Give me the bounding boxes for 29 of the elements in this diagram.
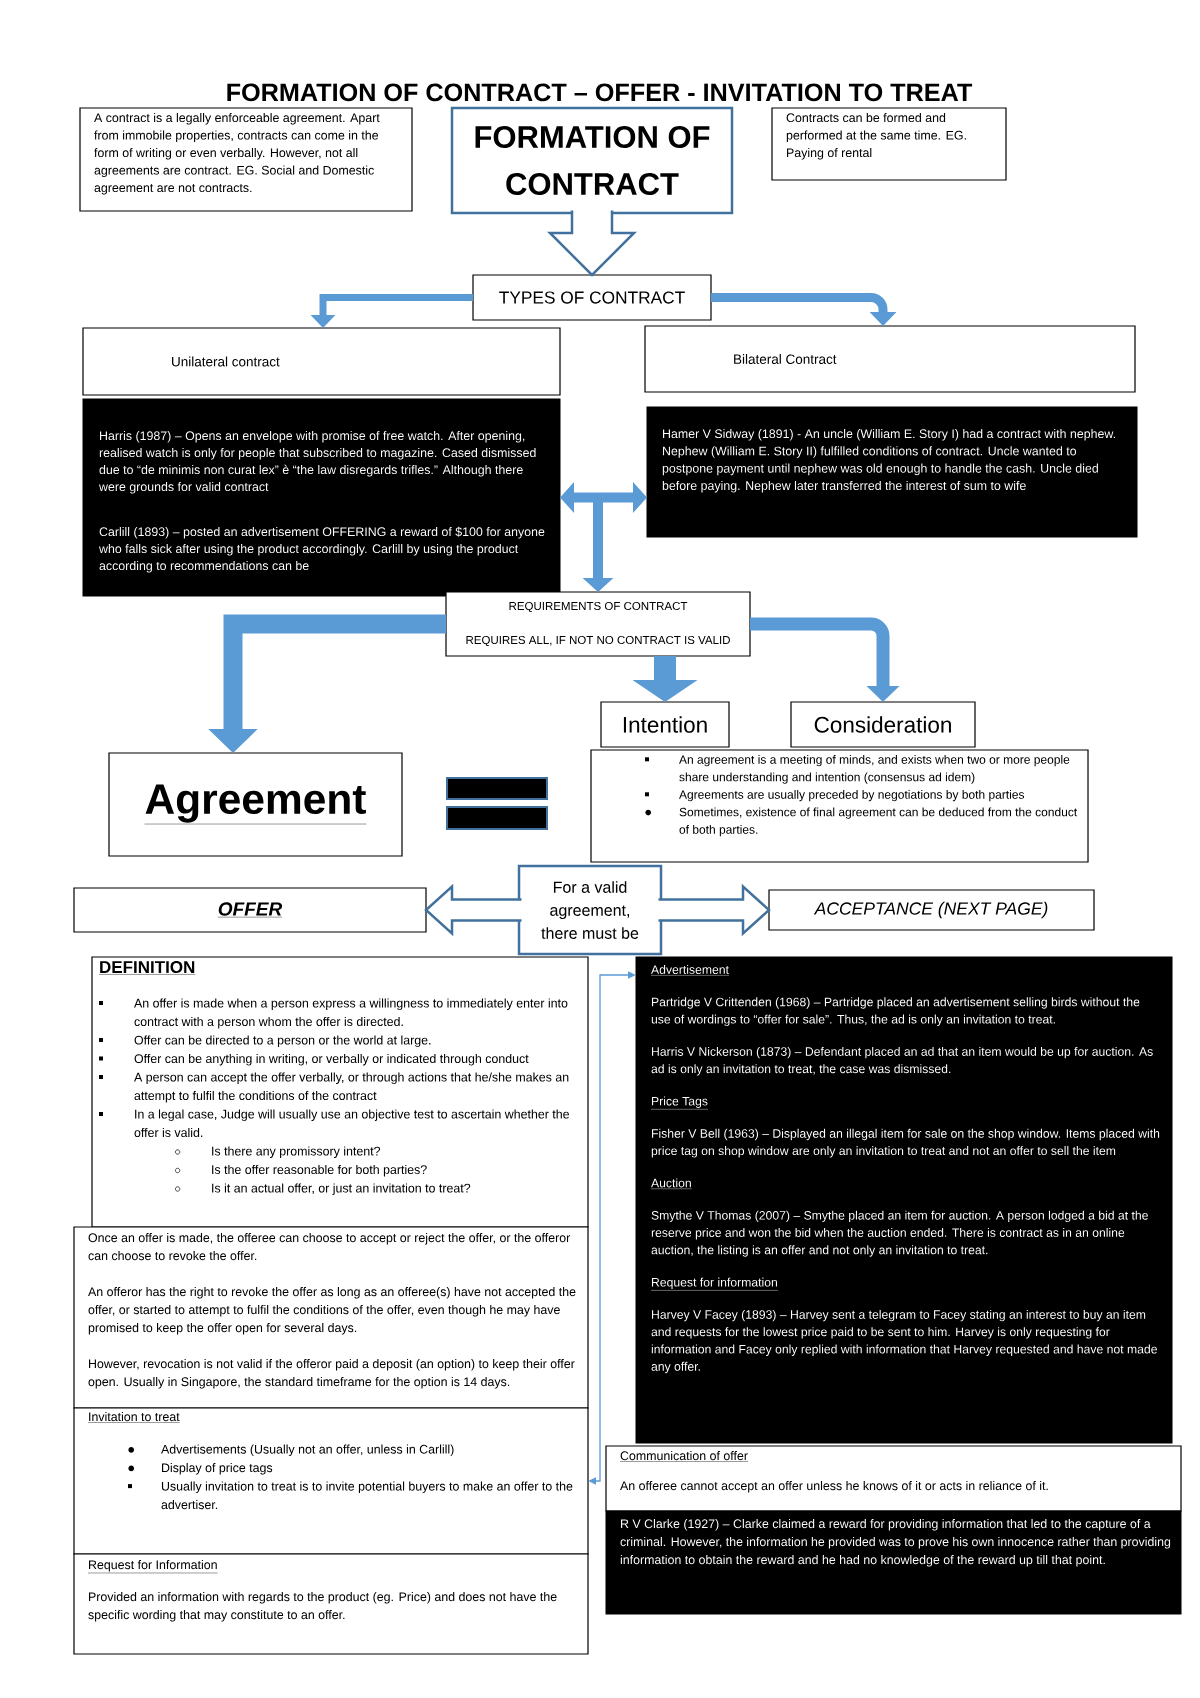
text-box: Communication of offer An offeree cannot accept an offer unless he knows of it or acts in reliance of it.: [605, 1445, 1182, 1512]
title: FORMATION OF CONTRACT – OFFER - INVITATION TO TREAT: [227, 83, 973, 102]
text-box: DEFINITION An offer is made when a person express a willingness to immediately enter into contract with a person whom the offer is directed. Offer can be directed to a person or the world at large. Offer can be anything in writing, or verbally or indicated through conduct A person can accept the offer verbally, or through actions that he/she makes an attempt to fulfil the conditions of the contract In a legal case, Judge will usually use an objective test to ascertain whether the offer is valid. Is there any promissory intent? Is the offer reasonable for both parties? Is it an actual offer, or just an invitation to treat?: [91, 956, 589, 1228]
label-box: Bilateral Contract: [644, 325, 1136, 393]
label-box: TYPES OF CONTRACT: [472, 274, 712, 321]
note-box: A contract is a legally enforceable agreement. Apart from immobile properties, contracts can come in the form of writing or even verbally. However, not all agreements are contract. EG. Social and Domestic agreement are not contracts.: [79, 107, 413, 212]
callout-box: For a valid agreement, there must be: [517, 864, 663, 956]
note-box: Contracts can be formed and performed at the same time. EG. Paying of rental: [771, 107, 1007, 181]
case-panel: Hamer V Sidway (1891) - An uncle (William E. Story I) had a contract with nephew. Nephew (William E. Story II) fulfilled conditions of contract. Uncle wanted to postpone payment until nephew was old enough to handle the cash. Uncle died before paying. Nephew later transferred the interest of sum to wife: [646, 406, 1138, 538]
label-box: Intention: [600, 701, 730, 748]
label-box: Consideration: [790, 701, 976, 748]
three-way-arrow: [560, 482, 647, 592]
heading-box: OFFER: [73, 887, 427, 933]
bent-arrow: [711, 293, 897, 326]
text-box: Invitation to treat Advertisements (Usually not an offer, unless in Carlill) Display of price tags Usually invitation to treat is to invite potential buyers to make an offer to the advertiser.: [73, 1407, 589, 1555]
bent-arrow: [750, 617, 900, 702]
label-box: Unilateral contract: [82, 327, 561, 396]
text-box: Once an offer is made, the offeree can choose to accept or reject the offer, or the offeror can choose to revoke the offer. An offeror has the right to revoke the offer as long as an offeree(s) have not accepted the offer, or started to attempt to fulfil the conditions of the offer, even though he may have promised to keep the offer open for several days. However, revocation is not valid if the offeror paid a deposit (an option) to keep their offer open. Usually in Singapore, the standard timeframe for the option is 14 days.: [73, 1226, 589, 1409]
heading-box: ACCEPTANCE (NEXT PAGE): [768, 889, 1095, 931]
block-arrow: [657, 883, 771, 937]
case-panel: R V Clarke (1927) – Clarke claimed a reward for providing information that led to the capture of a criminal. However, the information he provided was to prove his own innocence rather than providing information to obtain the reward and he had no knowledge of the reward up till that point.: [605, 1510, 1182, 1615]
heading-box: FORMATION OF CONTRACT: [450, 106, 734, 215]
case-panel: Advertisement Partridge V Crittenden (1968) – Partridge placed an advertisement selling birds without the use of wordings to “offer for sale”. Thus, the ad is only an invitation to treat. Harris V Nickerson (1873) – Defendant placed an ad that an item would be up for auction. As ad is only an invitation to treat, the case was dismissed. Price Tags Fisher V Bell (1963) – Displayed an illegal item for sale on the shop window. Items placed with price tag on shop window are only an invitation to treat and not an offer to sell the item Auction Smythe V Thomas (2007) – Smythe placed an item for auction. A person lodged a bid at the reserve price and won the bid when the auction ended. There is contract as in an online auction, the listing is an offer and not only an invitation to treat. Request for information Harvey V Facey (1893) – Harvey sent a telegram to Facey stating an interest to buy an item and requests for the lowest price paid to be sent to him. Harvey is only requesting for information and Facey only replied with information that Harvey requested and have not made any offer.: [635, 956, 1173, 1444]
case-panel: Harris (1987) – Opens an envelope with promise of free watch. After opening, realised watch is only for people that subscribed to magazine. Cased dismissed due to “de minimis non curat lex” è “the law disregards trifles.” Although there were grounds for valid contract Carlill (1893) – posted an advertisement OFFERING a reward of $100 for anyone who falls sick after using the product accordingly. Carlill by using the product according to recommendations can be: [82, 398, 561, 597]
block-arrow: [424, 883, 523, 937]
text-box: Request for Information Provided an information with regards to the product (eg. Price) and does not have the specific wording that may constitute to an offer.: [73, 1553, 589, 1655]
block-arrow: [547, 209, 638, 277]
heading-box: Agreement: [108, 752, 403, 857]
label-box: REQUIREMENTS OF CONTRACT REQUIRES ALL, IF NOT NO CONTRACT IS VALID: [445, 591, 751, 657]
